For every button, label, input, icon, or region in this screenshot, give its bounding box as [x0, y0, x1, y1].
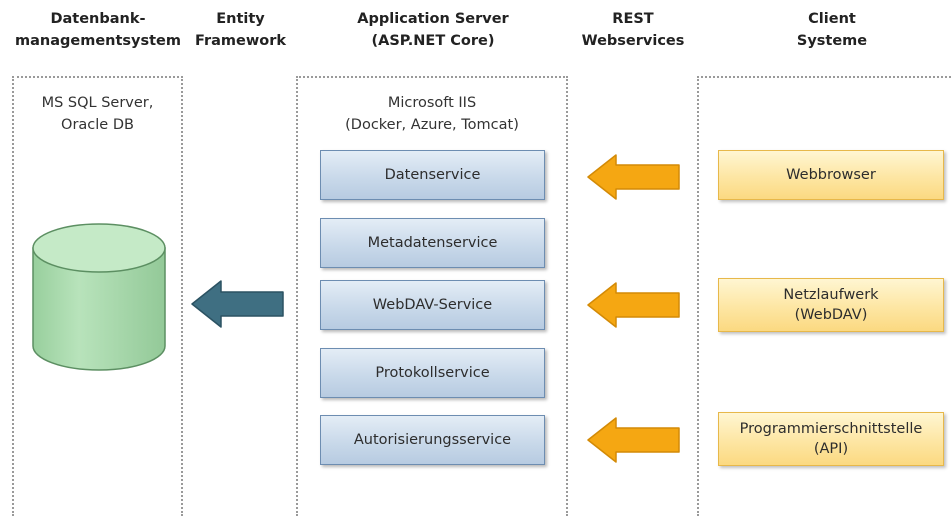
client-zone	[697, 76, 952, 516]
client-api: Programmierschnittstelle (API)	[718, 412, 944, 466]
dbms-zone	[12, 76, 183, 516]
client-webbrowser: Webbrowser	[718, 150, 944, 200]
client-network-drive: Netzlaufwerk (WebDAV)	[718, 278, 944, 332]
service-autorisierungsservice: Autorisierungsservice	[320, 415, 545, 465]
database-caption: MS SQL Server, Oracle DB	[41, 95, 154, 133]
header-entity-framework: Entity Framework	[194, 11, 286, 49]
header-app-server: Application Server (ASP.NET Core)	[357, 11, 509, 49]
database-cylinder-icon	[32, 223, 166, 371]
service-protokollservice: Protokollservice	[320, 348, 545, 398]
app-server-caption: Microsoft IIS (Docker, Azure, Tomcat)	[345, 95, 519, 133]
header-client-systems: Client Systeme	[796, 11, 868, 49]
service-datenservice: Datenservice	[320, 150, 545, 200]
header-dbms: Datenbank- managementsystem	[15, 11, 181, 49]
service-webdav: WebDAV-Service	[320, 280, 545, 330]
request-arrow-webdav-icon	[587, 282, 680, 328]
header-rest-webservices: REST Webservices	[581, 11, 685, 49]
request-arrow-webbrowser-icon	[587, 154, 680, 200]
request-arrow-api-icon	[587, 417, 680, 463]
entity-framework-arrow-icon	[191, 280, 284, 328]
app-server-zone	[296, 76, 568, 516]
service-metadatenservice: Metadatenservice	[320, 218, 545, 268]
